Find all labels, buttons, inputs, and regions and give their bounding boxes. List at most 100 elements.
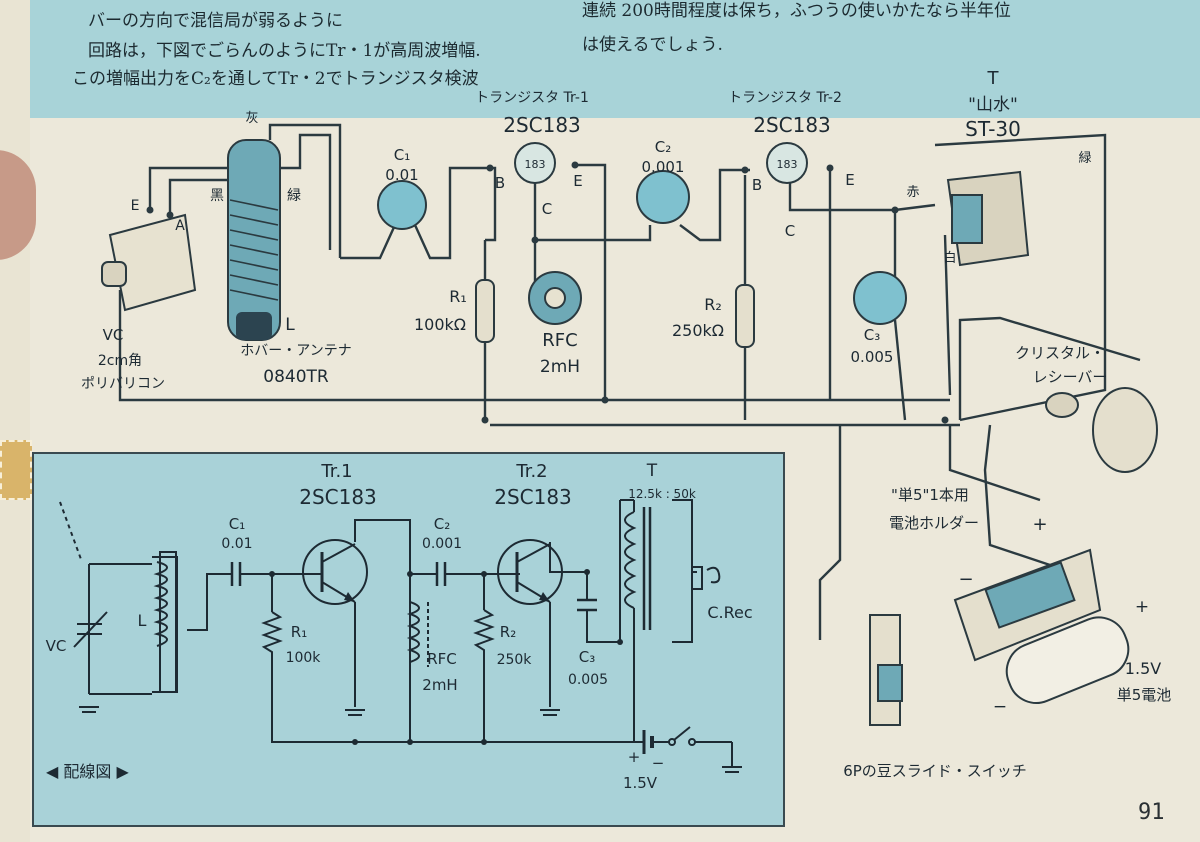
- page-tab: [0, 440, 32, 500]
- schem-plus: +: [628, 748, 641, 766]
- holder-label-1: "単5"1本用: [891, 486, 969, 504]
- schem-rfc-label: RFC: [427, 650, 457, 668]
- r1-value: 100kΩ: [414, 315, 466, 334]
- vc-symbol: [73, 611, 108, 648]
- c2-label: C₂: [655, 138, 672, 156]
- battery-plus: +: [1135, 597, 1149, 617]
- wire-red-label: 赤: [906, 185, 919, 200]
- tr2-symbol: [497, 539, 563, 605]
- schem-tr1-label: Tr.1: [320, 461, 352, 482]
- tr2-part-number: 2SC183: [753, 113, 831, 137]
- text-line-2: 回路は，下図でごらんのようにTr・1が高周波増幅.: [88, 41, 481, 61]
- vc-desc-size: 2cm角: [98, 353, 142, 369]
- schematic-diagram: Tr.1 2SC183 Tr.2 2SC183 T 12.5k : 50k C₁…: [46, 461, 753, 792]
- rfc-part: [528, 271, 582, 325]
- vc-pin-e: E: [131, 198, 140, 214]
- schem-minus: −: [652, 754, 665, 772]
- t-symbol: [624, 500, 652, 642]
- transformer-model: ST-30: [965, 117, 1021, 141]
- schem-c3-value: 0.005: [568, 672, 608, 688]
- transformer-name: "山水": [968, 95, 1018, 115]
- antenna-desc: ホバー・アンテナ: [240, 343, 351, 359]
- schem-c3-label: C₃: [579, 648, 596, 666]
- c1-label: C₁: [394, 146, 411, 164]
- r2-symbol: [473, 609, 495, 664]
- holder-label-2: 電池ホルダー: [889, 514, 979, 532]
- battery-type: 単5電池: [1117, 686, 1172, 704]
- bar-antenna-part: [227, 139, 281, 341]
- wire-green2-label: 緑: [1078, 151, 1091, 166]
- c3-label: C₃: [864, 326, 881, 344]
- c3-symbol: [577, 598, 597, 612]
- c1-value: 0.01: [385, 166, 418, 184]
- wires: [118, 123, 1141, 640]
- r2-value: 250kΩ: [672, 321, 724, 340]
- tr2-pin-c: C: [785, 222, 795, 240]
- r2-label: R₂: [704, 295, 722, 314]
- tr2-pin-b: B: [752, 176, 762, 194]
- antenna-label: L: [285, 315, 295, 335]
- tr1-part-number: 2SC183: [503, 113, 581, 137]
- top-text-band: [30, 0, 1200, 118]
- schem-t-ratio: 12.5k : 50k: [628, 487, 696, 501]
- rfc-symbol: [406, 601, 429, 667]
- page-number: 91: [1138, 800, 1165, 825]
- vc-desc-type: ポリバリコン: [81, 376, 165, 392]
- vc-label: VC: [103, 326, 124, 344]
- tr1-pin-c: C: [542, 200, 552, 218]
- battery-holder-part: [953, 548, 1102, 662]
- tr1-part: 183: [514, 142, 556, 184]
- tr1-mark: 183: [525, 158, 546, 171]
- wire-green-label: 緑: [287, 188, 301, 204]
- wire-white-label: 白: [943, 250, 956, 266]
- battery-voltage: 1.5V: [1125, 659, 1161, 678]
- c2-value: 0.001: [642, 158, 685, 176]
- receiver-label-1: クリスタル・: [1015, 344, 1105, 362]
- schem-t-label: T: [646, 461, 658, 481]
- schem-rec-label: C.Rec: [707, 603, 752, 622]
- tr2-mark: 183: [777, 158, 798, 171]
- tr2-part: 183: [766, 142, 808, 184]
- c3-value: 0.005: [851, 348, 894, 366]
- c2-part: [636, 170, 690, 224]
- tr1-pin-b: B: [495, 174, 505, 192]
- schem-l-label: L: [138, 611, 147, 630]
- antenna-model: 0840TR: [263, 367, 329, 387]
- schem-rfc-value: 2mH: [422, 676, 457, 694]
- battery-minus: −: [993, 697, 1007, 717]
- c1-part: [377, 180, 427, 230]
- transformer-label: T: [987, 68, 1000, 89]
- schem-c1-value: 0.01: [221, 536, 252, 552]
- tr1-caption: トランジスタ Tr-1: [475, 90, 589, 106]
- schem-r1-label: R₁: [291, 623, 307, 641]
- schem-r2-value: 250k: [497, 652, 533, 668]
- switch-symbol: [668, 726, 696, 746]
- holder-plus: +: [1032, 514, 1047, 535]
- schematic-legend: ◀ 配線図 ▶: [46, 762, 129, 781]
- c1-symbol: [230, 562, 242, 586]
- schem-r1-value: 100k: [286, 650, 322, 666]
- tr2-caption: トランジスタ Tr-2: [728, 90, 842, 106]
- tr2-pin-e: E: [845, 171, 854, 189]
- slide-switch-part: [869, 614, 903, 726]
- switch-label: 6Pの豆スライド・スイッチ: [843, 762, 1027, 780]
- schem-tr2-label: Tr.2: [515, 461, 547, 482]
- vc-pin-a: A: [175, 218, 185, 234]
- crystal-receiver-part: [1045, 387, 1158, 473]
- schem-c2-value: 0.001: [422, 536, 462, 552]
- schem-r2-label: R₂: [500, 623, 516, 641]
- battery-part: [1005, 616, 1130, 704]
- schem-battery-value: 1.5V: [623, 774, 658, 792]
- tr1-pin-e: E: [573, 172, 582, 190]
- wire-gray-label: 灰: [245, 111, 258, 126]
- text-line-1: バーの方向で混信局が弱るように: [88, 11, 343, 31]
- holder-minus: −: [958, 569, 973, 590]
- transformer-part: [946, 170, 1030, 267]
- text-line-4: 連続 200時間程度は保ち，ふつうの使いかたなら半年位: [582, 1, 1011, 21]
- schem-c2-label: C₂: [434, 515, 451, 533]
- r2-part: [735, 284, 755, 348]
- junction-dots: [146, 161, 949, 424]
- r1-symbol: [261, 611, 283, 662]
- tr1-symbol: [302, 539, 368, 605]
